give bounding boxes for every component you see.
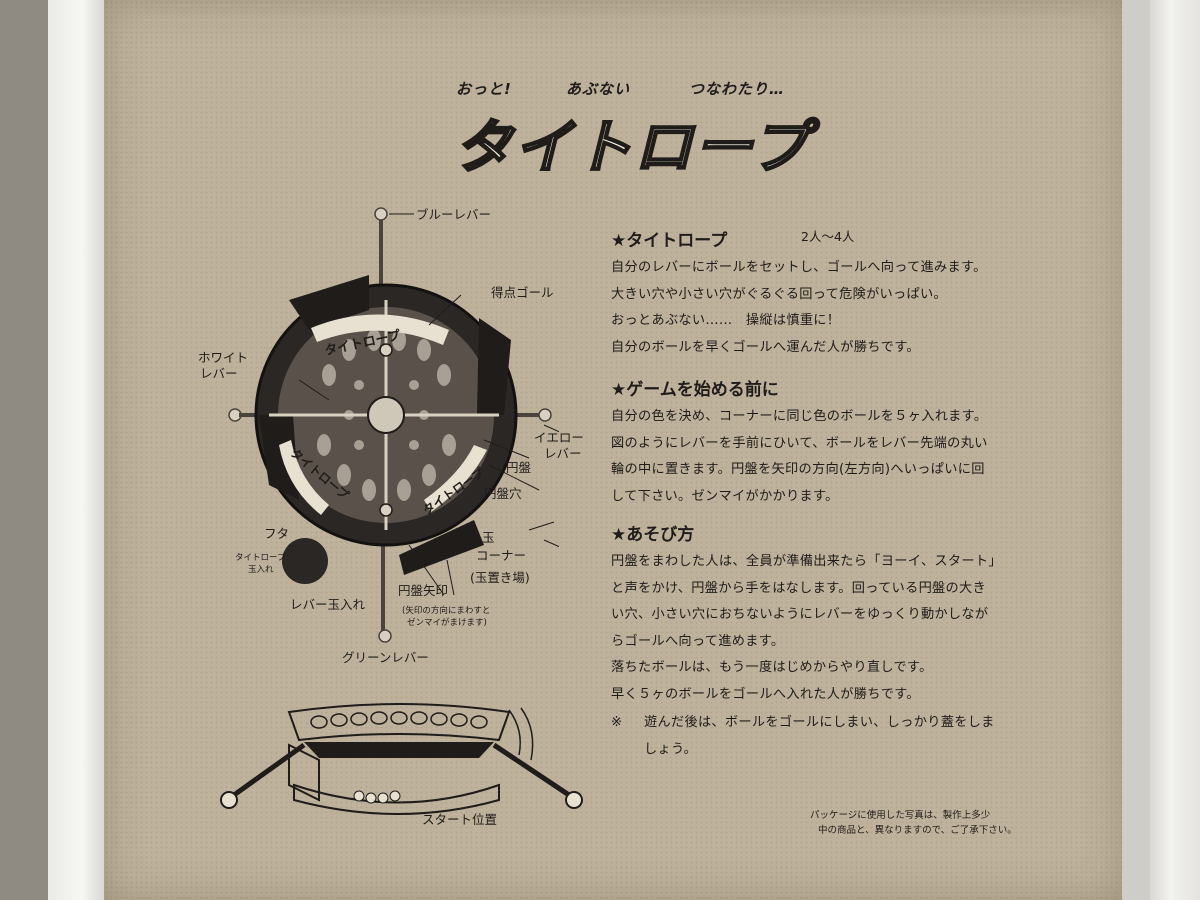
section-3-line: らゴールへ向って進めます。 [611,633,785,649]
section-title-before-start: ★ゲームを始める前に [611,380,779,400]
note-line-1: 遊んだ後は、ボールをゴールにしまい、しっかり蓋をしま [644,715,995,730]
game-board-diagram: タイトロープ タイトロープ タイトロープ [228,207,559,643]
section-2-line: 自分の色を決め、コーナーに同じ色のボールを５ヶ入れます。 [611,409,988,424]
label-yellow-lever-2: レバー [544,446,582,461]
section-3-line: 落ちたボールは、もう一度はじめからやり直しです。 [611,660,933,675]
label-disc: 円盤 [506,460,532,475]
player-count: 2人～4人 [801,229,855,244]
section-1-line: 大きい穴や小さい穴がぐるぐる回って危険がいっぱい。 [611,286,947,302]
disclaimer-line-2: 中の商品と、異なりますので、ご了承下さい。 [818,825,1017,836]
section-title-tightrope: ★タイトロープ [611,231,728,251]
label-white-lever-2: レバー [200,366,238,381]
note-line-2: しょう。 [644,742,698,757]
start-position-diagram [220,703,583,815]
tagline-3: つなわたり… [689,80,786,98]
section-3-body: 円盤をまわした人は、全員が準備出来たら「ヨーイ、スタート」 と声をかけ、円盤から… [611,549,1002,708]
disclaimer-line-1: パッケージに使用した写真は、製作上多少 [810,810,991,821]
label-corner-2: (玉置き場) [470,570,530,585]
label-lever-ball-slot: レバー玉入れ [290,597,366,612]
label-blue-lever: ブルーレバー [416,207,492,222]
label-green-lever: グリーンレバー [342,650,429,665]
label-lid-note-1: タイトロープ [235,553,286,563]
background-wall [0,0,48,900]
note-mark: ※ [611,715,623,730]
section-3-line: と声をかけ、円盤から手をはなします。回っている円盤の大き [611,580,987,596]
label-disc-arrow-note-1: (矢印の方向にまわすと [402,606,491,616]
frame-left [48,0,104,900]
section-2-line: 図のようにレバーを手前にひいて、ボールをレバー先端の丸い [611,435,988,451]
section-3-line: 円盤をまわした人は、全員が準備出来たら「ヨーイ、スタート」 [611,554,1002,569]
tagline-2: あぶない [566,80,631,98]
instruction-sheet: おっと! あぶない つなわたり… タイトロープ [104,0,1122,900]
section-2-line: して下さい。ゼンマイがかかります。 [611,488,839,504]
frame-right-inner [1122,0,1150,900]
section-1-body: 自分のレバーにボールをセットし、ゴールへ向って進みます。 大きい穴や小さい穴がぐ… [611,255,987,361]
label-lid-note-2: 玉入れ [248,565,274,575]
section-1-line: おっとあぶない…… 操縦は慎重に！ [611,313,841,328]
label-disc-hole: 円盤穴 [484,486,522,501]
section-3-line: い穴、小さい穴におちないようにレバーをゆっくり動かしなが [611,607,989,622]
lid-disc-icon [282,538,328,584]
label-disc-arrow: 円盤矢印 [398,583,449,598]
tagline-1: おっと! [456,80,512,98]
section-2-line: 輪の中に置きます。円盤を矢印の方向(左方向)へいっぱいに回 [611,462,985,477]
frame-right [1150,0,1200,900]
label-start-position: スタート位置 [422,812,498,827]
section-3-line: 早く５ヶのボールをゴールへ入れた人が勝ちです。 [611,686,920,702]
title-logo: タイトロープ [453,112,811,183]
label-ball: 玉 [482,530,495,545]
section-1-line: 自分のボールを早くゴールへ運んだ人が勝ちです。 [611,339,920,355]
label-lid: フタ [264,526,290,541]
label-score-goal: 得点ゴール [491,285,554,300]
label-white-lever-1: ホワイト [198,350,249,365]
label-corner-1: コーナー [476,548,527,563]
section-1-line: 自分のレバーにボールをセットし、ゴールへ向って進みます。 [611,260,987,275]
label-disc-arrow-note-2: ゼンマイがまけます) [407,618,487,628]
section-2-body: 自分の色を決め、コーナーに同じ色のボールを５ヶ入れます。 図のようにレバーを手前… [611,404,988,510]
section-title-how-to-play: ★あそび方 [611,525,695,545]
label-yellow-lever-1: イエロー [534,430,584,445]
